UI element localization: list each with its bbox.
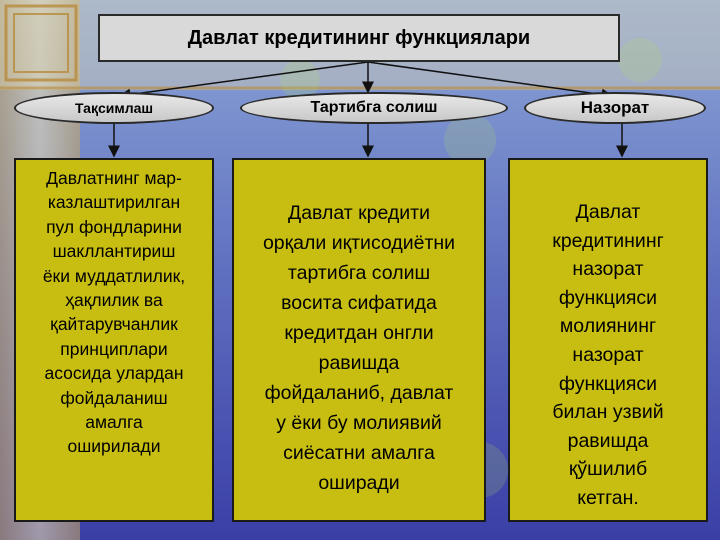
function-label-distribution: Тақсимлаш	[14, 92, 214, 124]
function-label-regulation: Тартибга солиш	[240, 92, 508, 124]
description-line: принциплари	[60, 338, 168, 359]
description-line: Давлат	[575, 201, 641, 223]
description-line: сиёсатни амалга	[283, 442, 435, 464]
description-line: равишда	[567, 429, 649, 452]
description-line: ёки муддатлилик,	[42, 265, 186, 286]
description-line: Давлат кредити	[288, 202, 430, 224]
description-line: билан узвий	[552, 401, 664, 424]
description-line: орқали иқтисодиётни	[262, 232, 456, 254]
description-line: қўшилиб	[568, 458, 648, 481]
description-line: кредитининг	[552, 229, 664, 252]
function-description-regulation: Давлат кредити орқали иқтисодиётни тартибг…	[232, 158, 486, 522]
function-label-control: Назорат	[524, 92, 706, 124]
description-line: тартибга солиш	[287, 262, 431, 284]
description-line: шакллантириш	[52, 241, 176, 262]
description-line: восита сифатида	[281, 292, 437, 314]
description-line: функцияси	[558, 372, 658, 395]
description-line: фойдаланиш	[60, 387, 168, 408]
description-line: назорат	[572, 343, 644, 366]
description-line: оширилади	[67, 436, 161, 457]
function-description-control: Давлат кредитининг назорат функцияси молияни…	[508, 158, 708, 522]
description-line: қайтарувчанлик	[50, 314, 178, 335]
description-lines-control: Давлат кредитининг назорат функцияси молияни…	[510, 198, 706, 513]
description-line: амалга	[85, 412, 143, 433]
diagram-title: Давлат кредитининг функциялари	[98, 14, 620, 62]
description-line: Давлатнинг мар-	[46, 168, 182, 188]
description-line: оширади	[318, 472, 400, 494]
description-line: кредитдан онгли	[284, 322, 434, 344]
description-lines-distribution: Давлатнинг мар-казлаштирилган пул фондлар…	[16, 166, 212, 459]
description-line: кетган.	[577, 486, 639, 509]
description-line: молиянинг	[559, 315, 657, 338]
description-line: у ёки бу молиявий	[276, 412, 442, 434]
description-line: асосида улардан	[44, 363, 184, 384]
function-description-distribution: Давлатнинг мар-казлаштирилган пул фондлар…	[14, 158, 214, 522]
description-line: функцияси	[558, 286, 658, 309]
description-line: казлаштирилган	[47, 192, 181, 213]
description-line: фойдаланиб, давлат	[264, 382, 454, 404]
description-line: пул фондларини	[46, 216, 182, 237]
description-lines-regulation: Давлат кредити орқали иқтисодиётни тартибг…	[234, 198, 484, 498]
description-line: назорат	[572, 258, 644, 281]
description-line: равишда	[318, 352, 400, 374]
description-line: ҳақлилик ва	[65, 290, 163, 311]
